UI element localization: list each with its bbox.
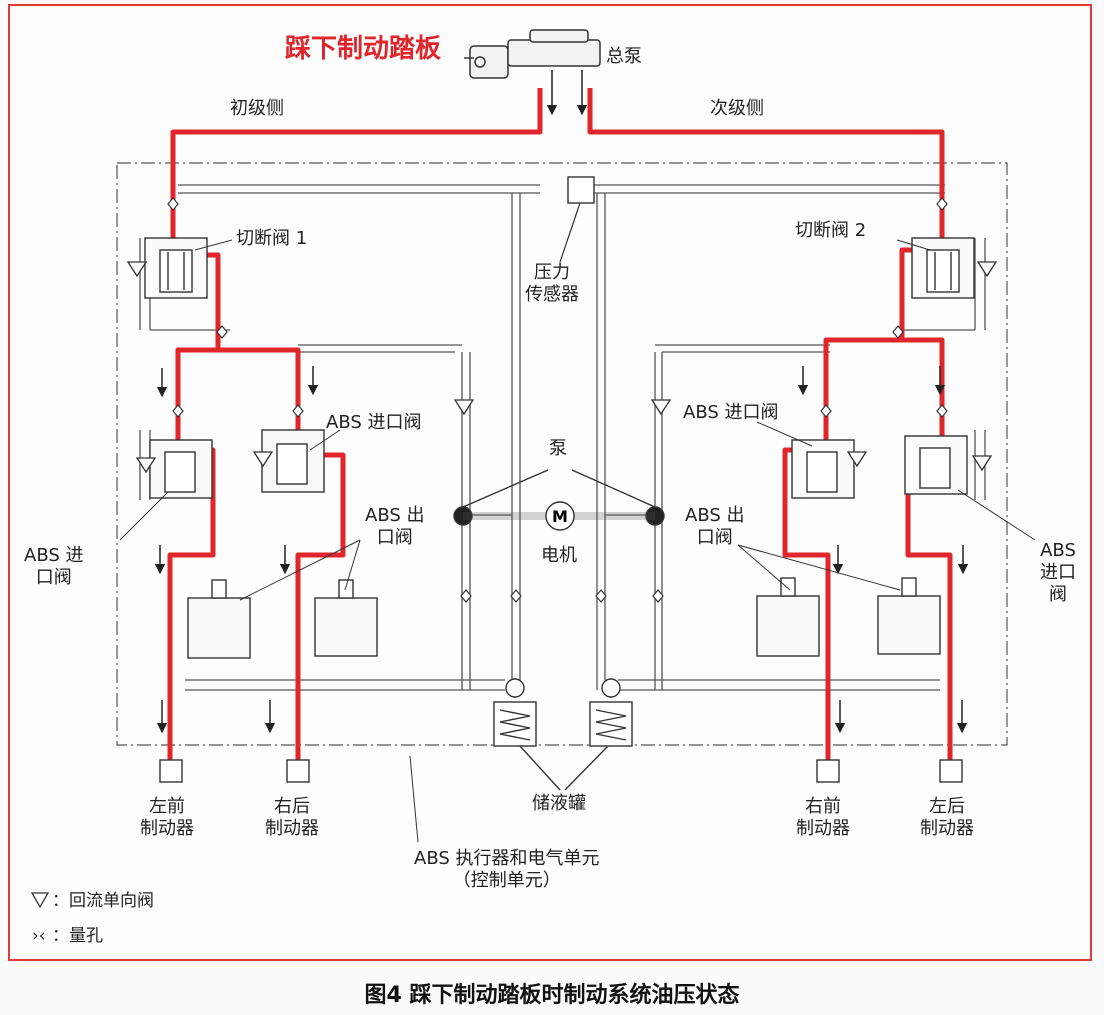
- pump-motor: [453, 469, 665, 531]
- pump-label: 泵: [549, 438, 567, 459]
- reservoirs: [493, 678, 633, 791]
- cutoff-valve-1-label: 切断阀 1: [236, 228, 308, 249]
- abs-inlet-valve-rr: [261, 429, 325, 493]
- legend-orifice: ：量孔: [52, 926, 103, 946]
- legend-check-valve: ：回流单向阀: [52, 891, 154, 911]
- pressure-sensor-label: 压力 传感器: [525, 262, 579, 305]
- motor-label: 电机: [541, 545, 577, 566]
- brake-front-left-label: 左前 制动器: [140, 796, 194, 839]
- abs-inlet-valve-rl: [904, 435, 968, 495]
- brakes: [159, 759, 963, 783]
- brake-rear-right-label: 右后 制动器: [265, 796, 319, 839]
- abs-inlet-valve-label-right-side: ABS 进口 阀: [1040, 540, 1076, 605]
- abs-outlet-valve-label-left: ABS 出 口阀: [365, 505, 425, 548]
- primary-side-label: 初级侧: [230, 98, 284, 119]
- brake-rear-left-label: 左后 制动器: [920, 796, 974, 839]
- pressure-lines: [167, 88, 953, 770]
- master-cylinder-label: 总泵: [606, 46, 642, 67]
- abs-outlet-valve-label-right: ABS 出 口阀: [685, 505, 745, 548]
- secondary-side-label: 次级侧: [710, 98, 764, 119]
- reservoir-label: 储液罐: [532, 793, 586, 814]
- junctions: [167, 197, 948, 603]
- master-cylinder: [464, 29, 601, 79]
- check-valves: [126, 261, 998, 474]
- brake-front-right-label: 右前 制动器: [796, 796, 850, 839]
- abs-inlet-valve-label-a: ABS 进口阀: [326, 412, 422, 433]
- cutoff-valve-2-label: 切断阀 2: [795, 220, 867, 241]
- pressure-sensor-box: [567, 176, 595, 204]
- motor-symbol: M: [552, 507, 568, 526]
- abs-inlet-valve-label-b: ABS 进口阀: [683, 402, 779, 423]
- actuator-outline: [116, 162, 1008, 746]
- figure-caption: 图4 踩下制动踏板时制动系统油压状态: [364, 983, 740, 1008]
- legend-orifice-symbol: ›‹: [32, 926, 46, 946]
- title-action: 踩下制动踏板: [285, 34, 442, 64]
- check-valve-icon: [30, 892, 50, 909]
- actuator-unit-label: ABS 执行器和电气单元 （控制单元）: [414, 848, 600, 891]
- abs-outlet-valves: [187, 577, 941, 659]
- abs-inlet-valve-label-left-side: ABS 进 口阀: [24, 545, 84, 588]
- abs-inlet-valve-fl: [149, 439, 213, 499]
- abs-inlet-valve-fr: [791, 439, 855, 499]
- cutoff-valve-1: [144, 237, 208, 299]
